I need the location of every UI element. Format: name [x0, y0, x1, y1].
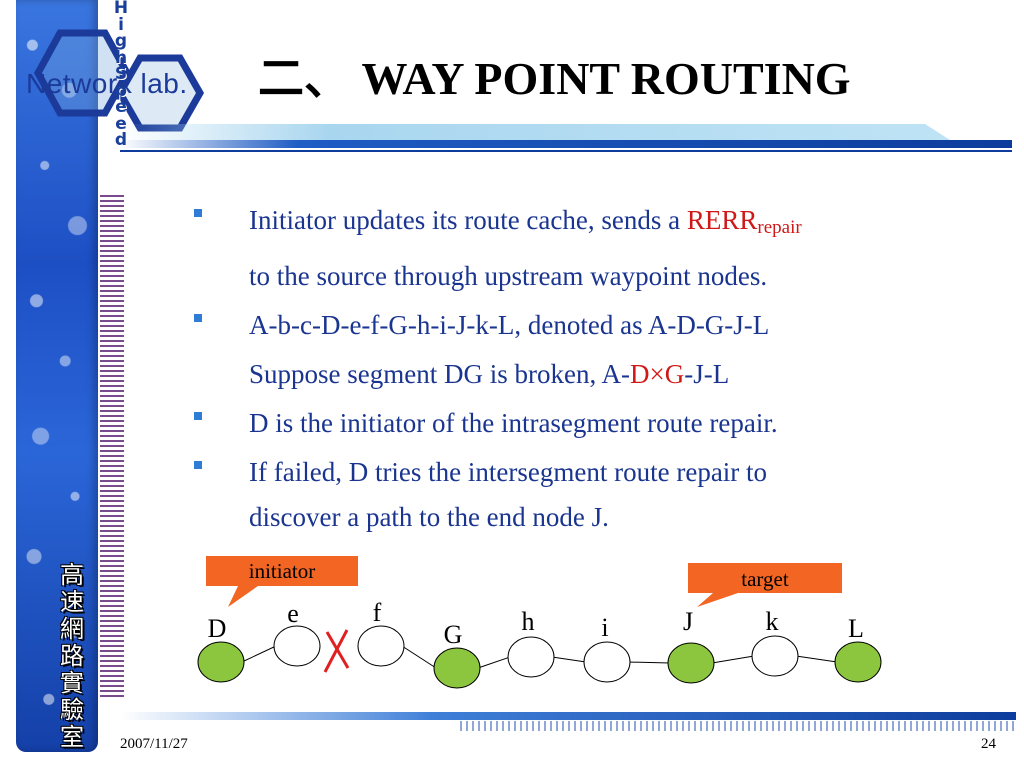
footer-stripes — [460, 721, 1016, 731]
broken-link-stroke — [325, 631, 350, 669]
title-underline-light — [120, 124, 950, 140]
bullet-2-tail: -J-L — [684, 359, 730, 389]
broken-segment-end: G — [664, 359, 685, 389]
node-label: k — [766, 607, 779, 636]
broken-link-x-icon — [323, 629, 350, 673]
callout-target-label: target — [741, 567, 789, 591]
waypoint-node — [197, 641, 245, 683]
logo-vertical-letter: h — [114, 47, 128, 68]
rerr-subscript: repair — [757, 217, 802, 238]
bullet-2-line-1: A-b-c-D-e-f-G-h-i-J-k-L, denoted as A-D-… — [249, 310, 770, 340]
logo-vertical-letter: g — [114, 31, 128, 51]
bullet-item-2: A-b-c-D-e-f-G-h-i-J-k-L, denoted as A-D-… — [190, 301, 990, 399]
bullet-list: Initiator updates its route cache, sends… — [190, 196, 990, 537]
bullet-1-line-2: to the source through upstream waypoint … — [249, 261, 768, 291]
bullet-square-icon — [194, 412, 202, 420]
slide-title: 二、 WAY POINT ROUTING — [258, 53, 851, 104]
title-underline-thin — [120, 150, 1012, 152]
route-link — [795, 655, 838, 663]
footer-bar — [120, 712, 1016, 720]
logo-vertical-letter: i — [118, 14, 124, 35]
decorative-stripes — [100, 195, 124, 700]
node-label: L — [848, 614, 864, 643]
logo-text: Network lab. — [26, 68, 188, 99]
route-link — [401, 645, 437, 669]
lab-name-char: 高 — [60, 561, 84, 589]
lab-name-char: 室 — [60, 723, 84, 751]
waypoint-node — [834, 641, 882, 683]
callout-initiator: initiator — [206, 556, 358, 607]
logo-vertical-letter: p — [114, 80, 128, 101]
callout-target: target — [688, 563, 842, 607]
bullet-4-line-1: If failed, D tries the intersegment rout… — [249, 457, 768, 487]
bullet-4-line-2: discover a path to the end node J. — [249, 502, 609, 532]
route-node — [357, 625, 405, 667]
bullet-2-text: Suppose segment DG is broken, A- — [249, 359, 630, 389]
bullet-square-icon — [194, 209, 202, 217]
route-link — [627, 661, 671, 664]
node-label: f — [373, 598, 382, 627]
waypoint-node — [667, 642, 715, 684]
bullet-item-1: Initiator updates its route cache, sends… — [190, 196, 990, 301]
callout-initiator-label: initiator — [249, 559, 316, 583]
page-number: 24 — [981, 736, 996, 752]
lab-name-char: 速 — [60, 588, 84, 616]
route-links — [241, 645, 838, 669]
waypoint-node — [433, 647, 481, 689]
route-node — [507, 636, 555, 678]
logo-vertical-letter: S — [114, 64, 128, 84]
logo-vertical-letter: H — [113, 0, 129, 18]
bullet-square-icon — [194, 461, 202, 469]
node-label: G — [444, 620, 463, 649]
route-node — [751, 635, 799, 677]
bullet-square-icon — [194, 314, 202, 322]
route-link — [711, 655, 755, 664]
footer-date: 2007/11/27 — [120, 736, 188, 752]
node-label: J — [683, 607, 693, 636]
bullet-item-4: If failed, D tries the intersegment rout… — [190, 448, 990, 537]
node-label: e — [287, 599, 299, 628]
node-label: i — [601, 613, 608, 642]
logo-vertical-letter: e — [115, 97, 127, 117]
route-node — [273, 625, 321, 667]
lab-name-vertical: 高速網路實驗室 — [52, 562, 92, 751]
lab-name-char: 驗 — [60, 696, 84, 724]
title-underline-dark — [120, 140, 1012, 148]
broken-link-stroke — [323, 629, 349, 673]
node-label: D — [208, 614, 227, 643]
logo-vertical-letter: e — [115, 113, 127, 134]
broken-segment-start: D — [629, 359, 650, 389]
bullet-2-line-2: Suppose segment DG is broken, A-D×G-J-L — [249, 350, 990, 399]
lab-name-char: 實 — [60, 669, 84, 697]
route-node — [583, 641, 631, 683]
rerr-text: RERR — [686, 205, 758, 235]
node-label: h — [522, 607, 535, 636]
bullet-item-3: D is the initiator of the intrasegment r… — [190, 399, 990, 448]
lab-name-char: 網 — [60, 615, 84, 643]
logo-hexagons-icon — [34, 29, 205, 132]
left-decorative-strip — [16, 0, 98, 752]
route-link — [551, 656, 587, 663]
bullet-1-line-1: Initiator updates its route cache, sends… — [249, 196, 990, 252]
bullet-1-text: Initiator updates its route cache, sends… — [249, 205, 687, 235]
route-link — [477, 656, 511, 669]
route-link — [241, 645, 277, 663]
lab-name-char: 路 — [60, 642, 84, 670]
bullet-3-line-1: D is the initiator of the intrasegment r… — [249, 408, 778, 438]
broken-segment-cross: × — [649, 359, 665, 389]
